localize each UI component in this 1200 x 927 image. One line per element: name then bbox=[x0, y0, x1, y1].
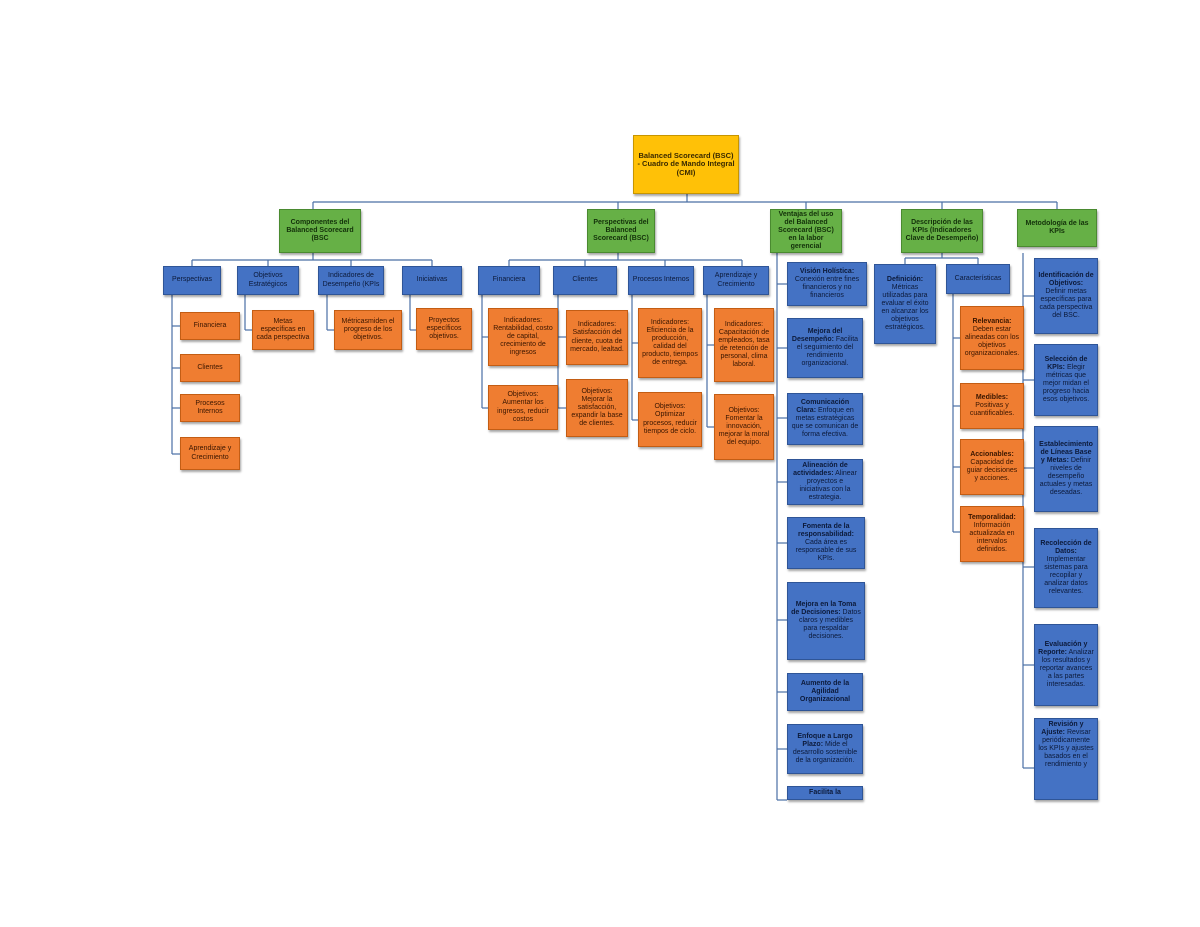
caracteristica-title: Accionables: bbox=[970, 450, 1014, 458]
metodologia-title: Recolección de Datos: bbox=[1040, 539, 1092, 555]
metodologia-text: Elegir métricas que mejor midan el progr… bbox=[1042, 363, 1090, 404]
metodologia-title: Evaluación y Reporte: bbox=[1038, 640, 1088, 656]
caracteristica-text: Información actualizada en intervalos de… bbox=[969, 521, 1015, 554]
ventaja-title: Alineación de actividades: bbox=[793, 461, 848, 477]
ventaja-title: Facilita la bbox=[809, 789, 841, 796]
financiera-objetivos: Objetivos: Aumentar los ingresos, reduci… bbox=[488, 385, 558, 430]
caracteristica-title: Temporalidad: bbox=[968, 513, 1016, 521]
caracteristica-item: Temporalidad: Información actualizada en… bbox=[960, 506, 1024, 562]
perspectiva-item-procesos: Procesos Internos bbox=[180, 394, 240, 422]
financiera-indicadores: Indicadores: Rentabilidad, costo de capi… bbox=[488, 308, 558, 366]
componentes-objetivos: Objetivos Estratégicos bbox=[237, 266, 299, 295]
caracteristica-text: Deben estar alineadas con los objetivos … bbox=[964, 325, 1020, 358]
ventaja-item: Visión Holística: Conexión entre fines f… bbox=[787, 262, 867, 306]
branch-componentes: Componentes del Balanced Scorecard (BSC bbox=[279, 209, 361, 253]
ventaja-title: Enfoque a Largo Plazo: bbox=[797, 732, 853, 748]
caracteristica-text: Capacidad de guiar decisiones y acciones… bbox=[966, 458, 1018, 483]
ventaja-item: Mejora en la Toma de Decisiones: Datos c… bbox=[787, 582, 865, 660]
metodologia-text: Analizar los resultados y reportar avanc… bbox=[1039, 648, 1094, 689]
componentes-perspectivas: Perspectivas bbox=[163, 266, 221, 295]
clientes-indicadores: Indicadores: Satisfacción del cliente, c… bbox=[566, 310, 628, 365]
ventaja-text: Alinear proyectos e iniciativas con la e… bbox=[799, 469, 857, 502]
ventaja-title: Visión Holística: bbox=[799, 267, 855, 275]
branch-metodologia: Metodología de las KPIs bbox=[1017, 209, 1097, 247]
branch-ventajas: Ventajas del uso del Balanced Scorecard … bbox=[770, 209, 842, 253]
componentes-indicadores: Indicadores de Desempeño (KPIs bbox=[318, 266, 384, 295]
kpi-caracteristicas: Características bbox=[946, 264, 1010, 294]
kpi-definicion-title: Definición: bbox=[886, 275, 924, 283]
ventaja-text: Enfoque en metas estratégicas que se com… bbox=[791, 406, 859, 439]
perspectiva-financiera: Financiera bbox=[478, 266, 540, 295]
ventaja-item: Enfoque a Largo Plazo: Mide el desarroll… bbox=[787, 724, 863, 774]
ventaja-item: Alineación de actividades: Alinear proye… bbox=[787, 459, 863, 505]
metodologia-step: Evaluación y Reporte: Analizar los resul… bbox=[1034, 624, 1098, 706]
indicadores-detail: Métricasmiden el progreso de los objetiv… bbox=[334, 310, 402, 350]
componentes-iniciativas: Iniciativas bbox=[402, 266, 462, 295]
metodologia-title: Establecimiento de Líneas Base y Metas: bbox=[1039, 440, 1093, 464]
ventaja-item: Mejora del Desempeño: Facilita el seguim… bbox=[787, 318, 863, 378]
branch-perspectivas: Perspectivas del Balanced Scorecard (BSC… bbox=[587, 209, 655, 253]
perspectiva-procesos: Procesos Internos bbox=[628, 266, 694, 295]
caracteristica-title: Relevancia: bbox=[972, 317, 1012, 325]
caracteristica-title: Medibles: bbox=[975, 393, 1009, 401]
procesos-indicadores: Indicadores: Eficiencia de la producción… bbox=[638, 308, 702, 378]
root-node: Balanced Scorecard (BSC) - Cuadro de Man… bbox=[633, 135, 739, 194]
perspectiva-item-clientes: Clientes bbox=[180, 354, 240, 382]
ventaja-item: Comunicación Clara: Enfoque en metas est… bbox=[787, 393, 863, 445]
ventaja-text: Facilita el seguimiento del rendimiento … bbox=[796, 335, 859, 368]
metodologia-text: Definir metas específicas para cada pers… bbox=[1039, 287, 1093, 320]
ventaja-item: Aumento de la Agilidad Organizacional bbox=[787, 673, 863, 711]
metodologia-title: Selección de KPIs: bbox=[1044, 355, 1088, 371]
ventaja-text: Cada área es responsable de sus KPIs. bbox=[795, 538, 857, 563]
ventaja-text: Conexión entre fines financieros y no fi… bbox=[794, 275, 860, 300]
kpi-definicion: Definición: Métricas utilizadas para eva… bbox=[874, 264, 936, 344]
ventaja-text: Mide el desarrollo sostenible de la orga… bbox=[792, 740, 858, 765]
metodologia-step: Recolección de Datos: Implementar sistem… bbox=[1034, 528, 1098, 608]
caracteristica-text: Positivas y cuantificables. bbox=[969, 401, 1015, 418]
perspectiva-aprendizaje: Aprendizaje y Crecimiento bbox=[703, 266, 769, 295]
metodologia-step: Revisión y Ajuste: Revisar periódicament… bbox=[1034, 718, 1098, 800]
ventaja-title: Mejora del Desempeño: bbox=[791, 327, 843, 343]
ventaja-text: Datos claros y medibles para respaldar d… bbox=[798, 608, 861, 641]
metodologia-step: Selección de KPIs: Elegir métricas que m… bbox=[1034, 344, 1098, 416]
kpi-definicion-text: Métricas utilizadas para evaluar el éxit… bbox=[881, 283, 929, 332]
metodologia-step: Identificación de Objetivos: Definir met… bbox=[1034, 258, 1098, 334]
ventaja-title: Mejora en la Toma de Decisiones: bbox=[791, 600, 857, 616]
perspectiva-item-aprendizaje: Aprendizaje y Crecimiento bbox=[180, 437, 240, 470]
perspectiva-item-financiera: Financiera bbox=[180, 312, 240, 340]
metodologia-text: Implementar sistemas para recopilar y an… bbox=[1044, 555, 1088, 596]
caracteristica-item: Medibles: Positivas y cuantificables. bbox=[960, 383, 1024, 429]
ventaja-item: Facilita la bbox=[787, 786, 863, 800]
iniciativas-detail: Proyectos específicos objetivos. bbox=[416, 308, 472, 350]
metodologia-text: Definir niveles de desempeño actuales y … bbox=[1039, 456, 1093, 497]
perspectiva-clientes: Clientes bbox=[553, 266, 617, 295]
caracteristica-item: Relevancia: Deben estar alineadas con lo… bbox=[960, 306, 1024, 370]
clientes-objetivos: Objetivos: Mejorar la satisfacción, expa… bbox=[566, 379, 628, 437]
ventaja-title: Aumento de la Agilidad Organizacional bbox=[799, 679, 851, 704]
metodologia-text: Revisar periódicamente los KPIs y ajuste… bbox=[1038, 729, 1094, 769]
aprendizaje-objetivos: Objetivos: Fomentar la innovación, mejor… bbox=[714, 394, 774, 460]
caracteristica-item: Accionables: Capacidad de guiar decision… bbox=[960, 439, 1024, 495]
aprendizaje-indicadores: Indicadores: Capacitación de empleados, … bbox=[714, 308, 774, 382]
objetivos-detail: Metas específicas en cada perspectiva bbox=[252, 310, 314, 350]
metodologia-step: Establecimiento de Líneas Base y Metas: … bbox=[1034, 426, 1098, 512]
metodologia-title: Revisión y Ajuste: bbox=[1041, 721, 1084, 737]
ventaja-title: Comunicación Clara: bbox=[796, 398, 850, 414]
branch-kpis: Descripción de las KPIs (Indicadores Cla… bbox=[901, 209, 983, 253]
ventaja-item: Fomenta de la responsabilidad: Cada área… bbox=[787, 517, 865, 569]
metodologia-title: Identificación de Objetivos: bbox=[1038, 271, 1094, 287]
procesos-objetivos: Objetivos: Optimizar procesos, reducir t… bbox=[638, 392, 702, 447]
ventaja-title: Fomenta de la responsabilidad: bbox=[797, 522, 854, 538]
